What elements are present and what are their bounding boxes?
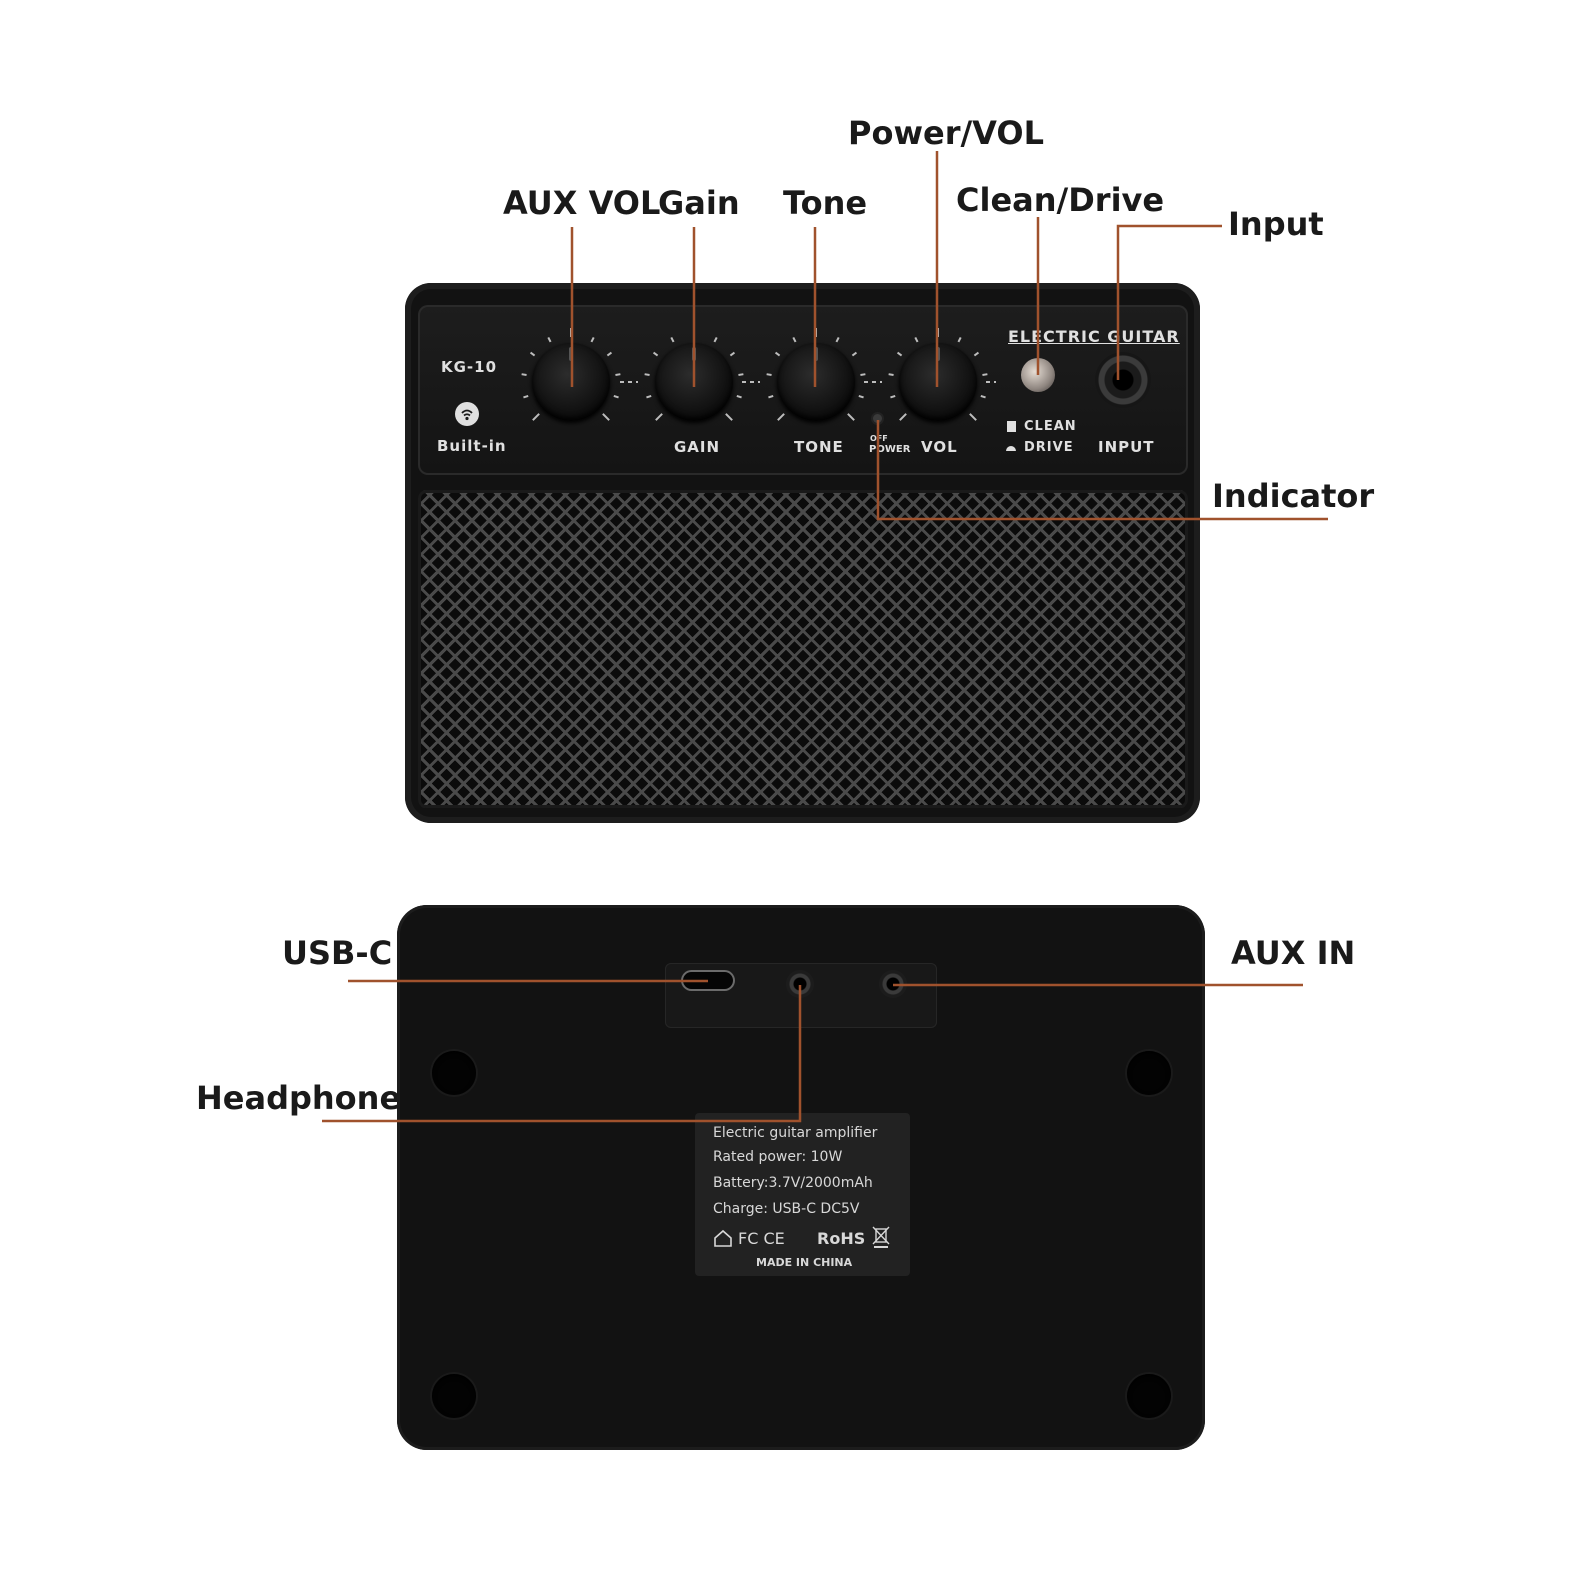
speaker-grille: [418, 490, 1188, 808]
knob-tick: [914, 336, 919, 343]
knob-tick: [606, 351, 613, 357]
spec-label: [695, 1113, 910, 1276]
callout-tone: Tone: [783, 184, 868, 222]
clean-mode-icon: [1007, 421, 1016, 432]
knob-tick: [973, 351, 980, 357]
power-label: POWER: [869, 444, 911, 455]
knob-tick: [523, 394, 529, 399]
made-in-label: MADE IN CHINA: [756, 1256, 853, 1269]
knob-tick: [713, 336, 718, 343]
knob-tick: [615, 373, 621, 376]
callout-clean-drive: Clean/Drive: [956, 181, 1165, 219]
callout-headphone: Headphone: [196, 1079, 402, 1117]
certification-marks: FC CE: [738, 1229, 785, 1248]
input-label: INPUT: [1098, 438, 1155, 456]
vol-label: VOL: [921, 438, 958, 456]
knob-tick: [847, 413, 855, 421]
knob-tick: [529, 351, 536, 357]
drive-label: DRIVE: [1024, 440, 1074, 455]
rohs-mark: RoHS: [817, 1229, 866, 1248]
mounting-hole-top-left: [432, 1051, 476, 1095]
knob-tick: [835, 336, 840, 343]
weee-bin-icon: [871, 1224, 891, 1255]
mounting-hole-top-right: [1127, 1051, 1171, 1095]
callout-aux-in: AUX IN: [1231, 934, 1356, 972]
spec-line-product: Electric guitar amplifier: [713, 1125, 878, 1141]
drive-mode-icon: [1006, 446, 1016, 451]
home-icon: [713, 1228, 733, 1253]
knob-tick: [738, 373, 744, 376]
callout-gain: Gain: [658, 184, 740, 222]
knob-tick: [644, 373, 650, 376]
spec-line-charge: Charge: USB-C DC5V: [713, 1201, 860, 1217]
bluetooth-icon: [455, 402, 479, 426]
knob-tick: [766, 373, 772, 376]
knob-tick: [590, 336, 595, 343]
callout-aux-vol: AUX VOL: [503, 184, 661, 222]
mounting-hole-bottom-right: [1127, 1374, 1171, 1418]
callout-power-vol: Power/VOL: [848, 114, 1044, 152]
knob-tick: [957, 336, 962, 343]
builtin-label: Built-in: [437, 437, 507, 455]
knob-tick: [982, 373, 988, 376]
knob-tick: [729, 351, 736, 357]
knob-tick: [774, 351, 781, 357]
knob-tick: [652, 351, 659, 357]
knob-tick: [890, 394, 896, 399]
knob-tick: [969, 413, 977, 421]
knob-tick: [613, 394, 619, 399]
knob-tick: [896, 351, 903, 357]
callout-usb-c: USB-C: [282, 934, 393, 972]
knob-tick: [725, 413, 733, 421]
tone-label: TONE: [794, 438, 844, 456]
callout-input: Input: [1228, 205, 1324, 243]
knob-tick: [888, 373, 894, 376]
model-label: KG-10: [441, 358, 498, 376]
knob-tick: [858, 394, 864, 399]
knob-tick: [532, 413, 540, 421]
mounting-hole-bottom-left: [432, 1374, 476, 1418]
spec-line-power: Rated power: 10W: [713, 1149, 843, 1165]
indicator-led: [873, 414, 882, 423]
knob-tick: [768, 394, 774, 399]
knob-tick: [646, 394, 652, 399]
clean-label: CLEAN: [1024, 419, 1077, 434]
knob-tick: [980, 394, 986, 399]
knob-tick: [521, 373, 527, 376]
knob-tick: [655, 413, 663, 421]
knob-tick: [602, 413, 610, 421]
callout-indicator: Indicator: [1212, 477, 1375, 515]
knob-tick: [547, 336, 552, 343]
knob-tick: [736, 394, 742, 399]
knob-tick: [899, 413, 907, 421]
knob-tick: [860, 373, 866, 376]
input-jack[interactable]: [1095, 352, 1151, 408]
brand-label: ELECTRIC GUITAR: [1008, 327, 1180, 346]
knob-tick: [777, 413, 785, 421]
knob-tick: [670, 336, 675, 343]
knob-tick: [792, 336, 797, 343]
gain-label: GAIN: [674, 438, 721, 456]
knob-tick: [851, 351, 858, 357]
spec-line-battery: Battery:3.7V/2000mAh: [713, 1175, 873, 1191]
